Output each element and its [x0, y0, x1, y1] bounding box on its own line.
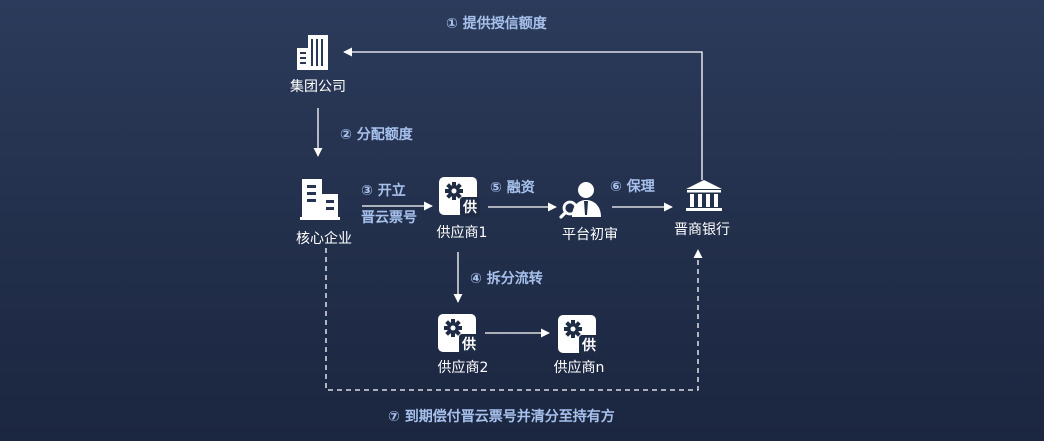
node-label-supplier1: 供应商1	[436, 225, 488, 241]
supplier-gear-icon: 供	[438, 314, 479, 354]
step-3-sublabel: 晋云票号	[361, 210, 417, 226]
node-label-bank: 晋商银行	[674, 222, 730, 238]
node-label-platform: 平台初审	[562, 227, 618, 243]
suppliern-badge: 供	[581, 337, 596, 354]
office-building-icon	[297, 35, 328, 70]
arrow-bank-to-group	[343, 47, 703, 180]
dashed-arrow-core-to-bank	[325, 248, 703, 391]
node-label-suppliern: 供应商n	[553, 360, 605, 376]
step-6-label: ⑥ 保理	[610, 179, 655, 195]
node-label-supplier2: 供应商2	[437, 360, 489, 376]
supplier-gear-icon: 供	[439, 177, 480, 217]
step-4-label: ④ 拆分流转	[470, 271, 543, 287]
factory-building-icon	[300, 179, 340, 220]
node-label-core: 核心企业	[296, 231, 352, 247]
step-2-label: ② 分配额度	[340, 127, 413, 143]
node-label-group: 集团公司	[290, 79, 346, 95]
supplier2-badge: 供	[461, 336, 476, 353]
bank-icon	[686, 180, 722, 211]
supplier-gear-icon: 供	[558, 315, 599, 355]
supplier1-badge: 供	[462, 199, 477, 216]
step-3-label: ③ 开立	[361, 183, 406, 199]
step-5-label: ⑤ 融资	[490, 180, 535, 196]
step-1-label: ① 提供授信额度	[446, 16, 547, 32]
step-7-label: ⑦ 到期偿付晋云票号并清分至持有方	[388, 409, 615, 425]
reviewer-person-icon	[559, 182, 601, 219]
